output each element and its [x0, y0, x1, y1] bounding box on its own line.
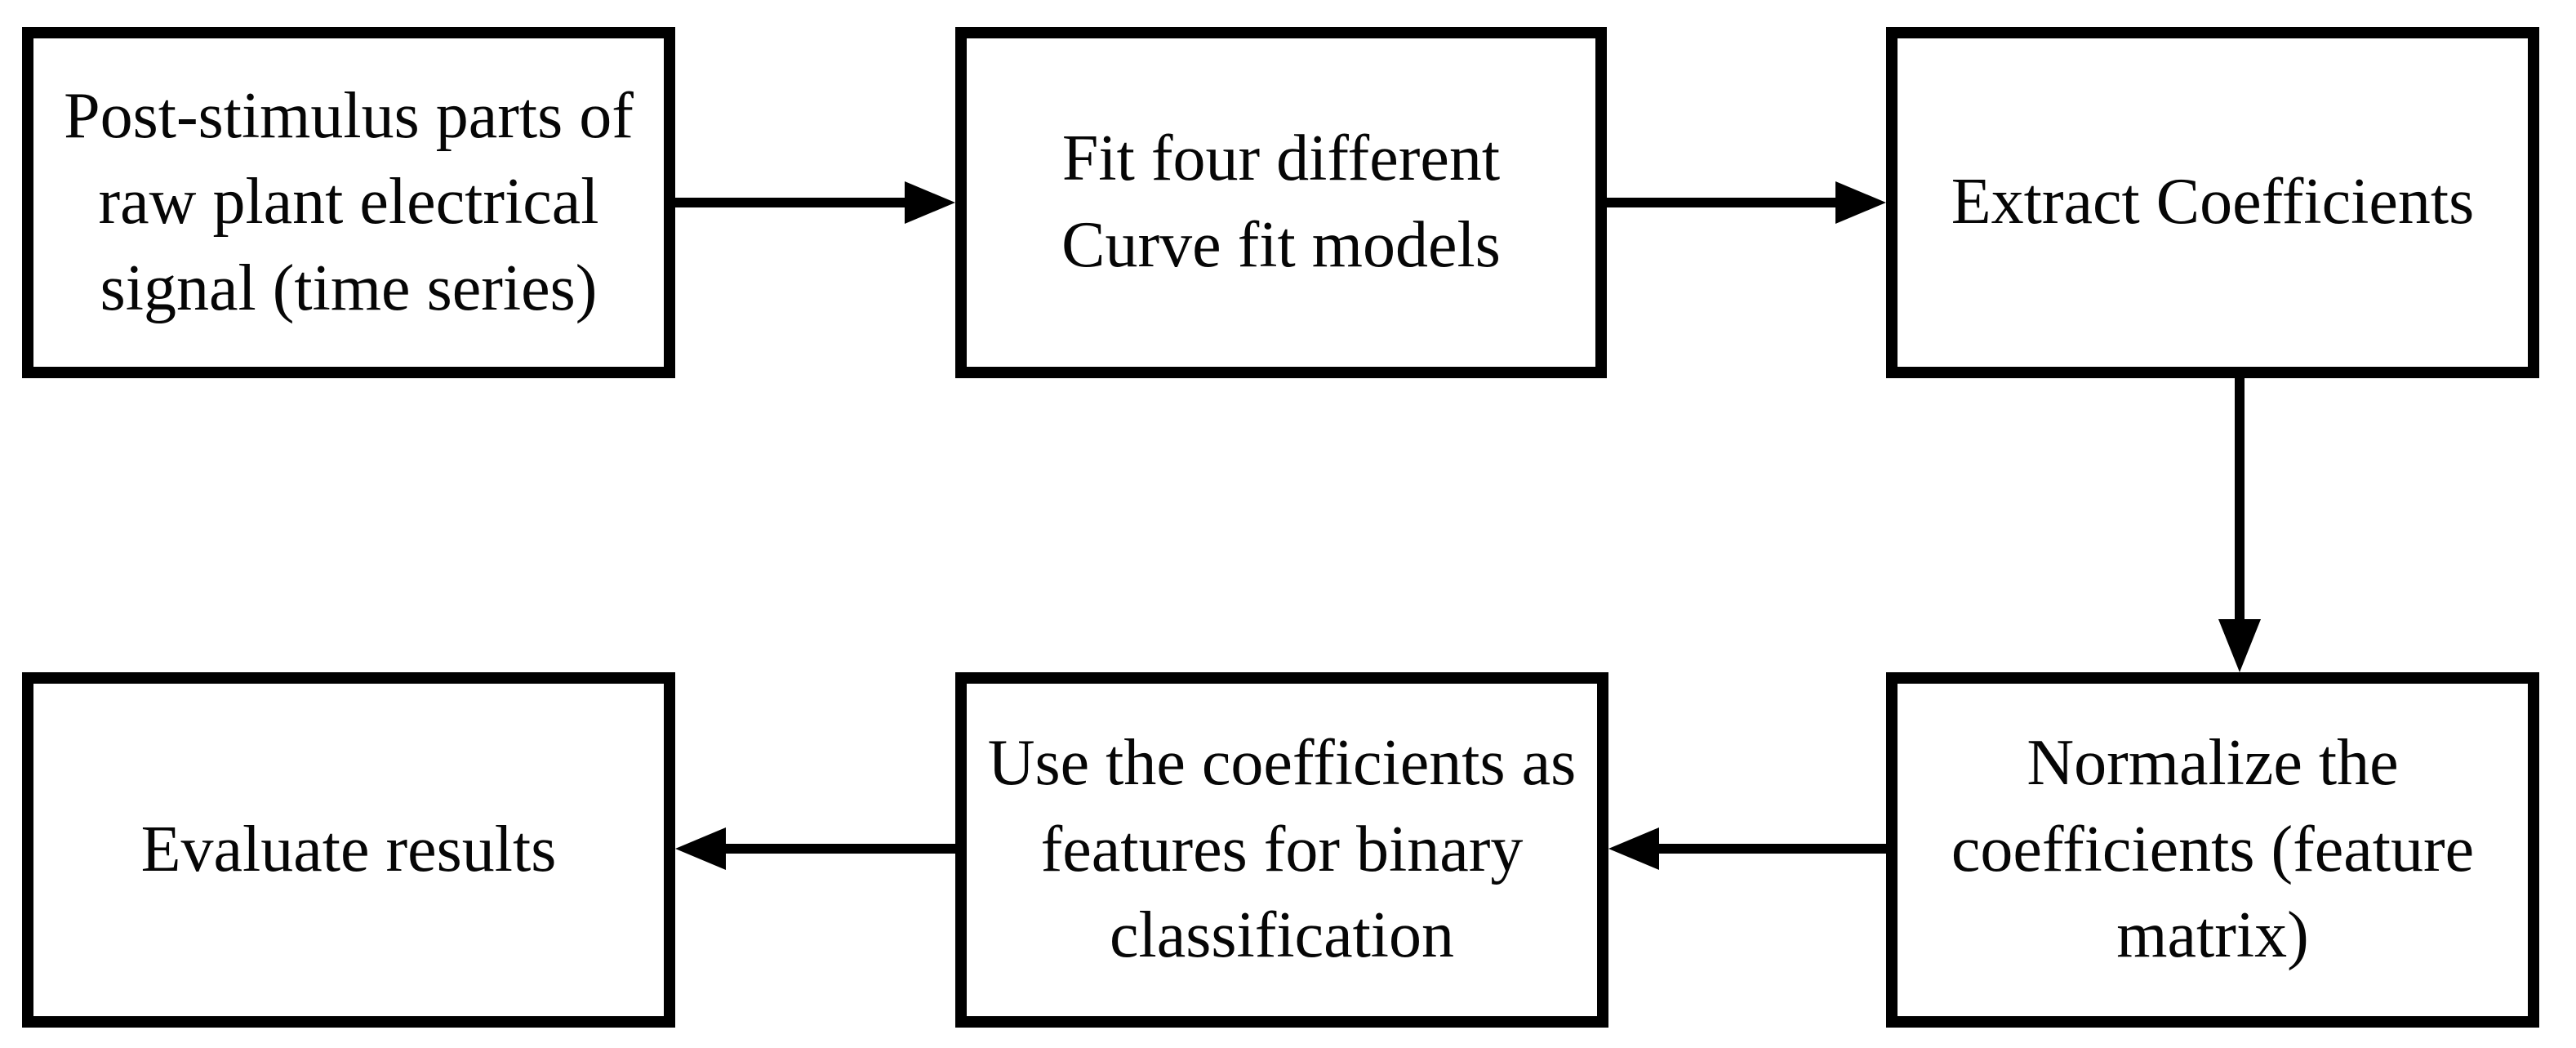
flow-step-post-stimulus-signal: Post-stimulus parts of raw plant electri…	[22, 27, 675, 378]
arrow-signal-to-fit-shaft	[675, 198, 908, 207]
arrow-fit-to-extract-shaft	[1607, 198, 1839, 207]
arrow-extract-to-normalize-shaft	[2235, 378, 2245, 622]
arrow-normalize-to-classify-shaft	[1656, 844, 1886, 854]
arrow-classify-to-evaluate-shaft	[723, 844, 955, 854]
arrow-left-icon	[675, 827, 726, 870]
arrow-down-icon	[2218, 619, 2261, 672]
arrow-left-icon	[1608, 827, 1659, 870]
flow-step-evaluate-results: Evaluate results	[22, 672, 675, 1028]
flow-step-label: Use the coefficients as features for bin…	[987, 727, 1577, 972]
flow-step-fit-curve-models: Fit four different Curve fit models	[955, 27, 1607, 378]
flow-step-label: Extract Coefficients	[1951, 166, 2475, 239]
flow-step-label: Post-stimulus parts of raw plant electri…	[64, 79, 634, 324]
flow-step-label: Evaluate results	[140, 813, 557, 885]
flow-step-label: Fit four different Curve fit models	[1061, 123, 1501, 281]
flow-step-extract-coefficients: Extract Coefficients	[1886, 27, 2539, 378]
arrow-right-icon	[905, 181, 955, 224]
arrow-right-icon	[1835, 181, 1886, 224]
flow-step-binary-classification: Use the coefficients as features for bin…	[955, 672, 1608, 1028]
flow-step-normalize-coefficients: Normalize the coefficients (feature matr…	[1886, 672, 2539, 1028]
flow-step-label: Normalize the coefficients (feature matr…	[1951, 727, 2475, 972]
